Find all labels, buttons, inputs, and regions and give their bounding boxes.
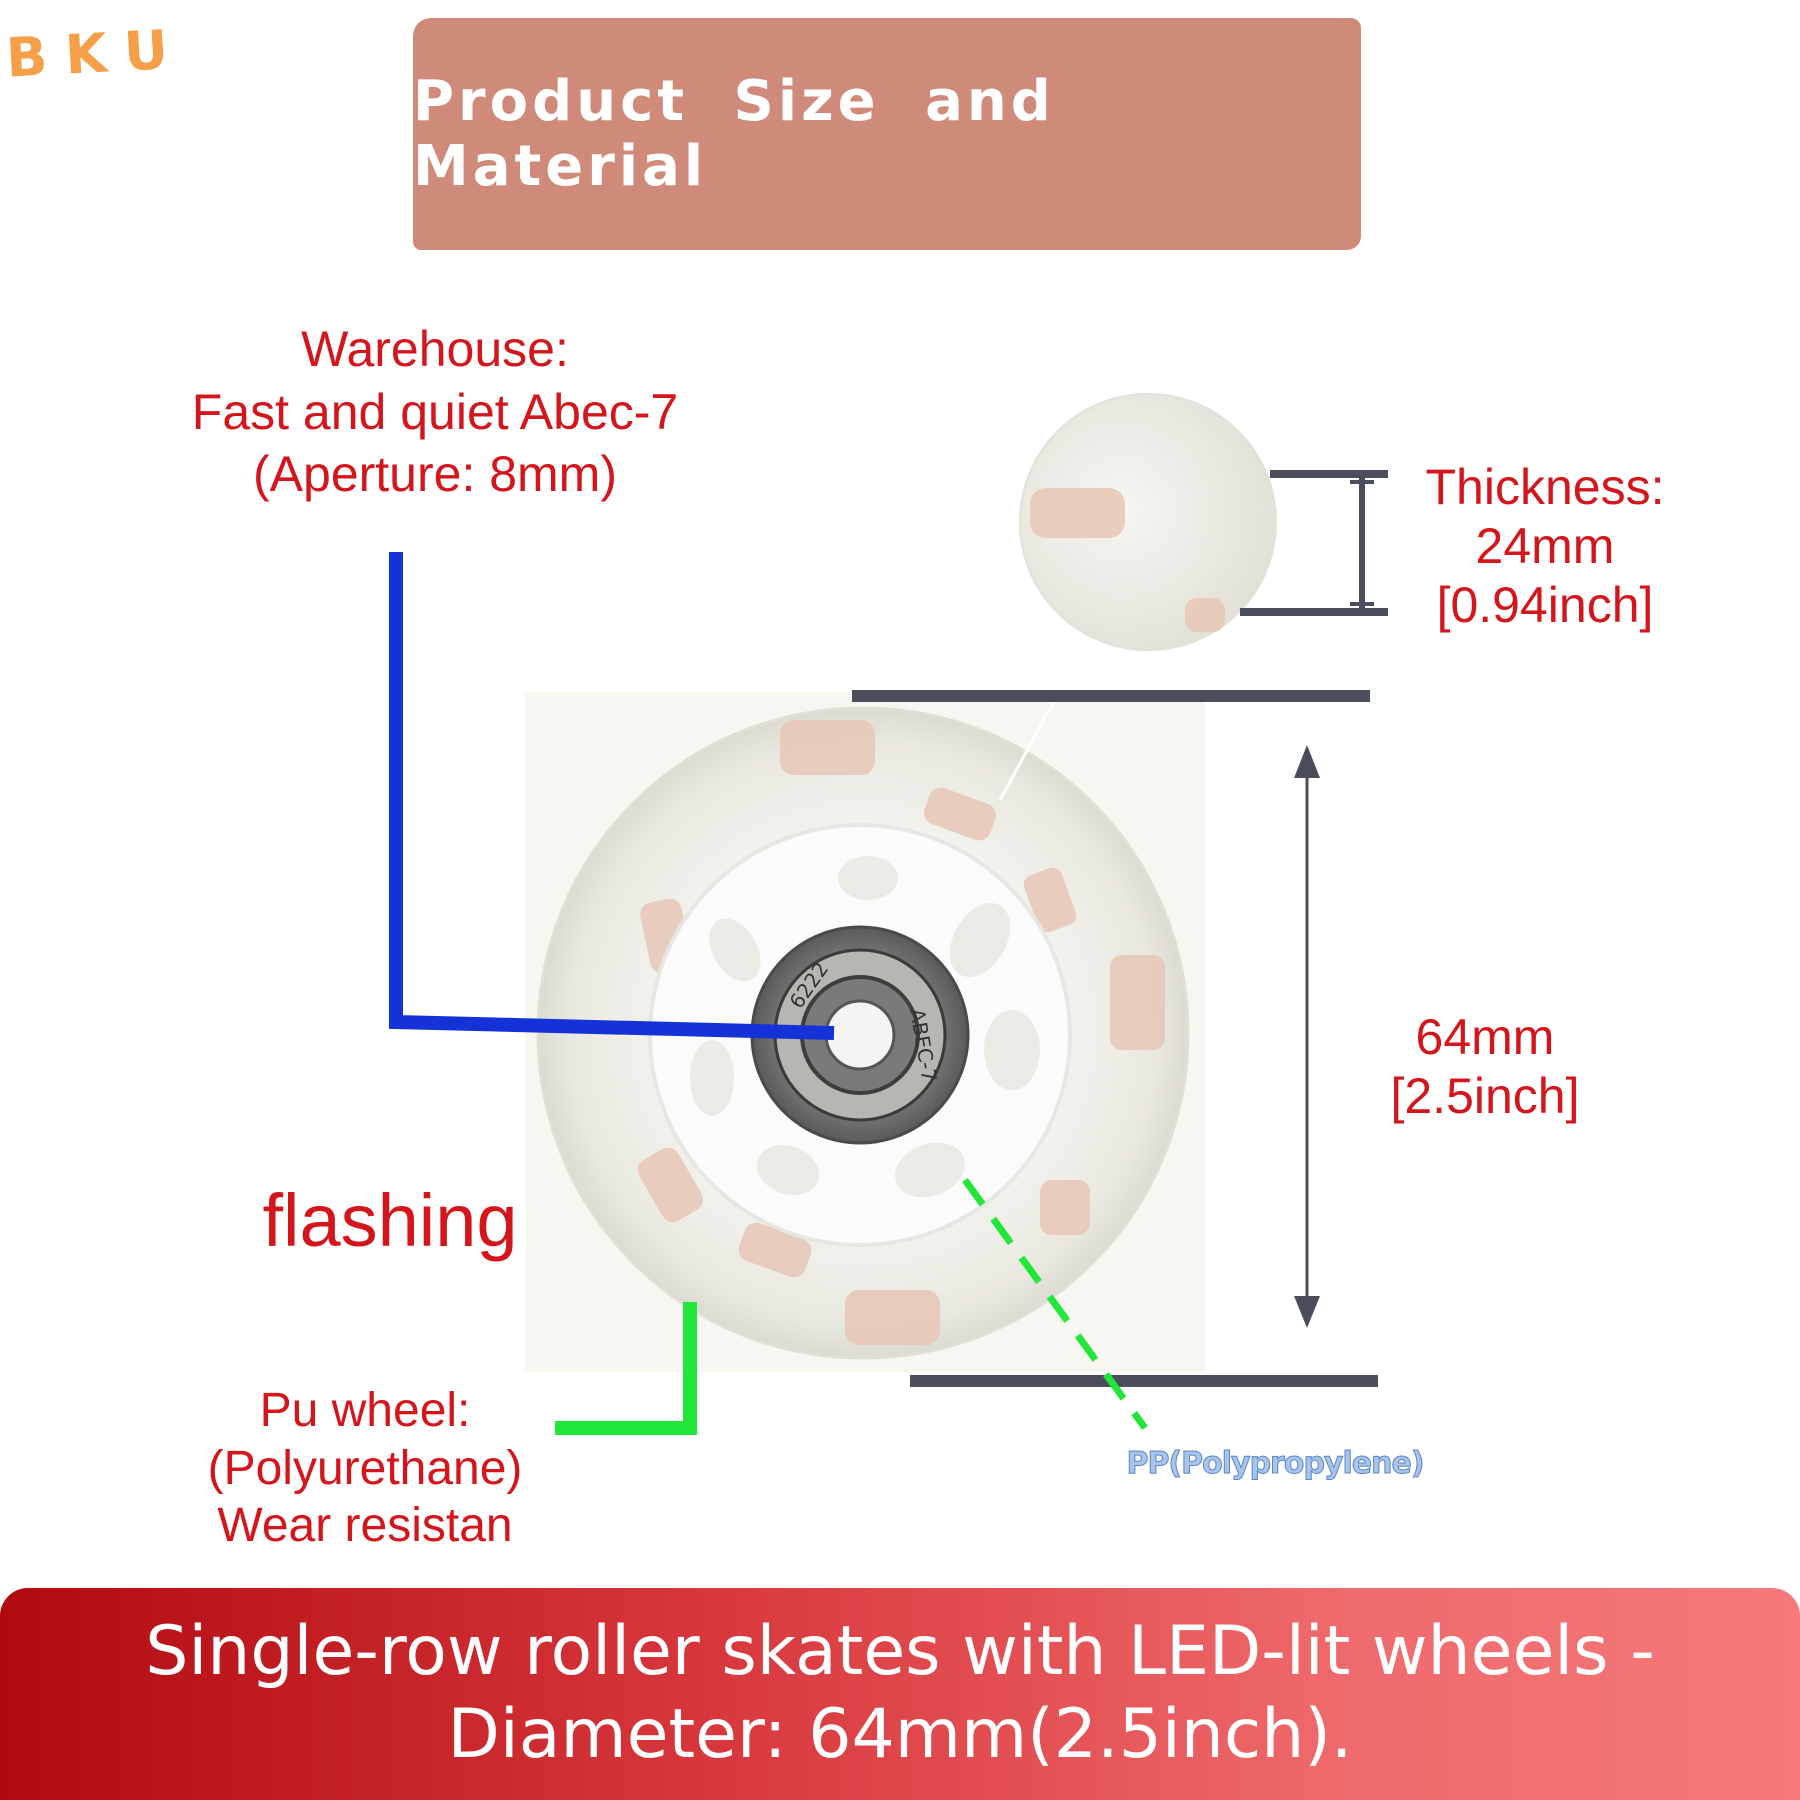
hub-holes	[690, 856, 1040, 1198]
pu-wheel-pointer	[555, 1302, 697, 1435]
thickness-label-line3: [0.94inch]	[1436, 577, 1654, 633]
bearing-label-line2: Fast and quiet Abec-7	[191, 383, 679, 440]
zoom-pointer-line	[998, 689, 1062, 801]
thickness-dimension	[1240, 470, 1388, 616]
thickness-label-line1: Thickness:	[1425, 459, 1665, 515]
bearing-label-line1: Warehouse:	[301, 321, 569, 377]
diameter-label: 64mm [2.5inch]	[1360, 1008, 1610, 1126]
footer-line1: Single-row roller skates with LED-lit wh…	[145, 1612, 1655, 1692]
flashing-label: flashing	[262, 1179, 518, 1262]
footer-text: Single-row roller skates with LED-lit wh…	[50, 1611, 1750, 1777]
bearing-pointer	[389, 552, 835, 1040]
pp-label: PP(Polypropylene)	[1126, 1446, 1425, 1482]
diameter-label-line1: 64mm	[1415, 1009, 1555, 1065]
pu-wheel-label: Pu wheel: (Polyurethane) Wear resistan	[170, 1382, 560, 1555]
diameter-dimension	[852, 690, 1378, 1387]
pu-wheel-label-line1: Pu wheel:	[259, 1384, 471, 1437]
wheel-image: 6222 ABEC-7	[536, 706, 1190, 1360]
footer-line2: Diameter: 64mm(2.5inch).	[447, 1695, 1353, 1774]
title-banner: Product Size and Material	[413, 18, 1361, 250]
thickness-label: Thickness: 24mm [0.94inch]	[1400, 458, 1690, 635]
banner-title: Product Size and Material	[413, 69, 1055, 199]
pu-wheel-label-line2: (Polyurethane)	[207, 1441, 523, 1495]
pp-hub-pointer	[962, 1177, 1148, 1431]
thickness-zoom	[998, 393, 1277, 801]
footer-banner: Single-row roller skates with LED-lit wh…	[0, 1588, 1800, 1800]
led-pads	[637, 720, 1165, 1345]
diameter-label-line2: [2.5inch]	[1390, 1068, 1580, 1124]
thickness-label-line2: 24mm	[1475, 518, 1615, 574]
bearing-label: Warehouse: Fast and quiet Abec-7 (Apertu…	[150, 318, 720, 506]
pu-wheel-label-line3: Wear resistan	[217, 1499, 513, 1553]
bearing-label-line3: (Aperture: 8mm)	[253, 446, 617, 502]
